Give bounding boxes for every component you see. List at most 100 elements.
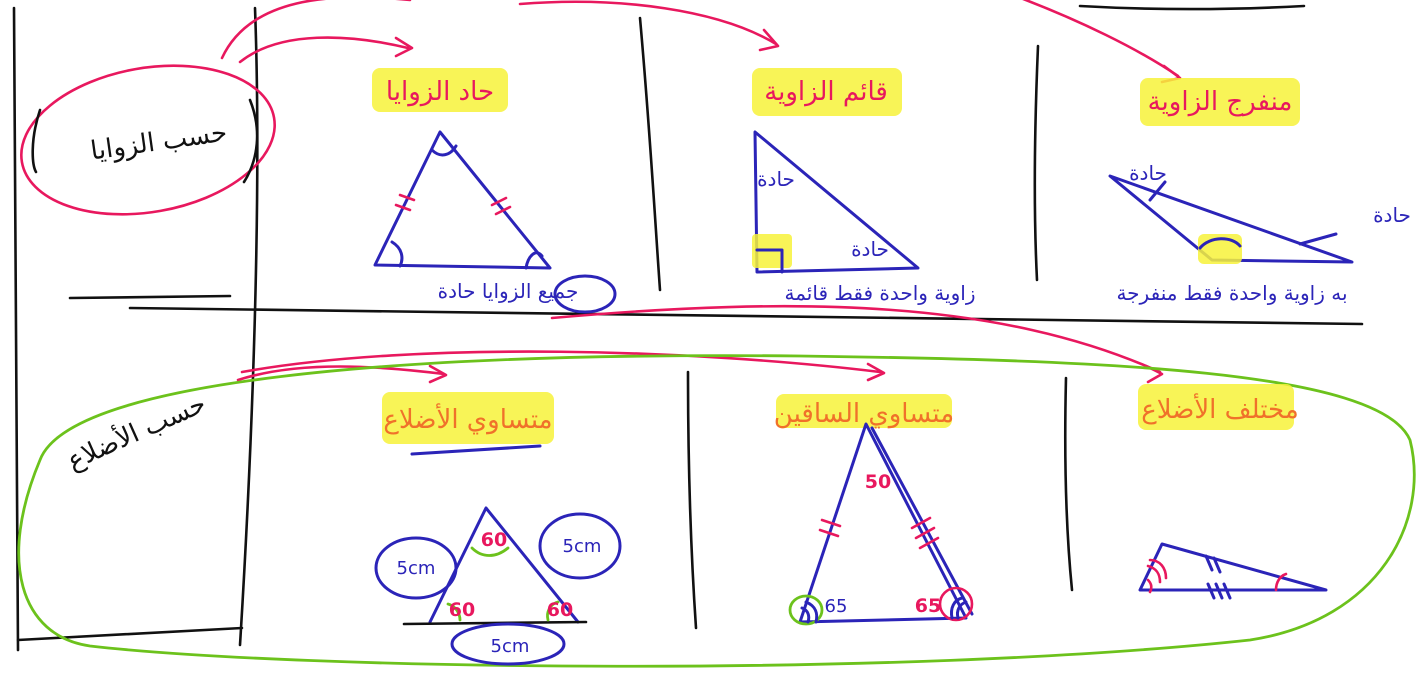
acute-triangle	[373, 130, 552, 270]
acute-title: حاد الزوايا	[386, 77, 494, 107]
arrow-to-scalene	[550, 304, 1162, 374]
right-title: قائم الزاوية	[764, 77, 888, 107]
left-border-line	[12, 6, 20, 652]
right-angle-mark	[755, 248, 784, 274]
col-divider-bottom-2	[1063, 376, 1074, 592]
top-angle-value: 50	[865, 471, 891, 493]
acute-mark-left: حادة	[1129, 161, 1167, 185]
tick-right-side	[910, 516, 940, 550]
col-divider-top-1	[638, 16, 662, 292]
angle-arc-left	[1146, 578, 1153, 594]
arrowhead-acute	[394, 36, 414, 58]
isosceles-title: متساوي الساقين	[774, 399, 954, 429]
title-highlight	[776, 394, 952, 428]
angle-mark-right	[524, 251, 544, 270]
by-sides-label: حسب الأضلاع	[62, 386, 211, 476]
cell-acute: حاد الزوايا جميع الزوايا حادة	[372, 68, 617, 314]
acute-mark-right: حادة	[1373, 203, 1411, 227]
title-highlight	[1138, 384, 1294, 430]
angle-mark-top	[430, 144, 458, 157]
acute-mark-top: حادة	[757, 167, 795, 191]
side-right-circle	[538, 512, 622, 580]
scalene-triangle	[1138, 542, 1328, 592]
angle-right-value: 60	[547, 599, 573, 621]
label-column-divider	[238, 6, 259, 647]
angle-arc-right	[546, 600, 560, 622]
arrow-to-acute	[238, 36, 410, 64]
row-label-by-sides: حسب الأضلاع	[62, 386, 211, 476]
angle-arc-right	[1274, 572, 1288, 592]
scalene-title: مختلف الأضلاع	[1141, 392, 1299, 425]
cell-scalene: مختلف الأضلاع	[1138, 384, 1328, 600]
row-divider-main	[128, 306, 1364, 326]
by-sides-loop	[17, 354, 1416, 668]
right-triangle	[753, 130, 920, 274]
side-bottom-circle	[450, 622, 566, 666]
by-angles-label: حسب الزوايا	[89, 118, 229, 167]
angle-arcs-top	[1146, 558, 1168, 584]
base-right-arcs	[950, 596, 968, 620]
tick-left-side	[394, 193, 416, 212]
cell-isosceles: متساوي الساقين 50 65 65	[774, 394, 974, 626]
isosceles-triangle	[798, 422, 968, 624]
arrowhead-equilateral	[428, 364, 448, 384]
acute-mark-bottom: حادة	[851, 237, 889, 261]
acute-pointer-1	[1148, 180, 1167, 202]
bracket-left	[31, 108, 42, 174]
equilateral-title: متساوي الأضلاع	[383, 402, 552, 435]
note-circle	[553, 274, 617, 314]
bottom-left-line	[16, 626, 244, 642]
right-note: زاوية واحدة فقط قائمة	[785, 281, 976, 305]
acute-pointer-2	[1298, 232, 1338, 246]
title-highlight	[372, 68, 508, 112]
obtuse-note: به زاوية واحدة فقط منفرجة	[1116, 281, 1347, 305]
tick-right-side	[490, 196, 512, 216]
row-divider-left	[68, 294, 232, 300]
angle-mark-left	[390, 240, 404, 268]
obtuse-title: منفرج الزاوية	[1148, 87, 1293, 117]
cell-obtuse: منفرج الزاوية حادة حادة به زاوية واحدة ف…	[1108, 78, 1411, 305]
tick-top-side	[1204, 554, 1222, 574]
col-divider-bottom-1	[686, 370, 698, 630]
cell-right: قائم الزاوية حادة حادة زاوية واحدة فقط ق…	[752, 68, 975, 305]
base-left-arcs	[800, 600, 819, 624]
angle-top-value: 60	[481, 529, 507, 551]
base-left-circle	[788, 594, 824, 626]
arrow-to-top	[220, 0, 412, 60]
arrowhead-isosceles	[866, 362, 886, 382]
side-left-circle	[374, 536, 458, 600]
label-circle	[20, 64, 276, 216]
base-left-angle-value: 65	[825, 596, 848, 617]
angle-left-value: 60	[449, 599, 475, 621]
arrow-to-isosceles	[240, 350, 882, 374]
base-right-angle-value: 65	[915, 595, 941, 617]
col-divider-top-2	[1033, 44, 1040, 282]
base-right-circle	[938, 586, 974, 622]
cell-equilateral: متساوي الأضلاع 60 60 60 5cm 5cm 5cm	[374, 392, 622, 666]
arrow-to-right	[518, 0, 778, 46]
side-bottom-value: 5cm	[491, 636, 530, 657]
top-edge-line	[1078, 4, 1306, 11]
arrowhead-right	[758, 28, 780, 52]
angle-arc-left	[446, 602, 462, 622]
table-grid	[12, 4, 1364, 652]
row-label-by-angles: حسب الزوايا	[20, 64, 276, 216]
tick-left-side	[818, 518, 842, 538]
arrows-by-angles	[220, 0, 1182, 84]
arrow-to-obtuse	[1022, 0, 1180, 78]
title-underline	[410, 444, 542, 456]
side-left-value: 5cm	[397, 558, 436, 579]
obtuse-triangle	[1108, 174, 1354, 264]
arrows-by-sides	[236, 304, 1164, 384]
tick-base	[1206, 582, 1232, 600]
side-right-value: 5cm	[563, 536, 602, 557]
title-highlight	[382, 392, 554, 444]
bracket-right	[242, 98, 259, 184]
obtuse-angle-mark	[1198, 237, 1242, 250]
title-highlight	[1140, 78, 1300, 126]
title-highlight	[752, 68, 902, 116]
arrow-to-equilateral	[236, 365, 446, 382]
angle-arc-top	[470, 546, 510, 557]
